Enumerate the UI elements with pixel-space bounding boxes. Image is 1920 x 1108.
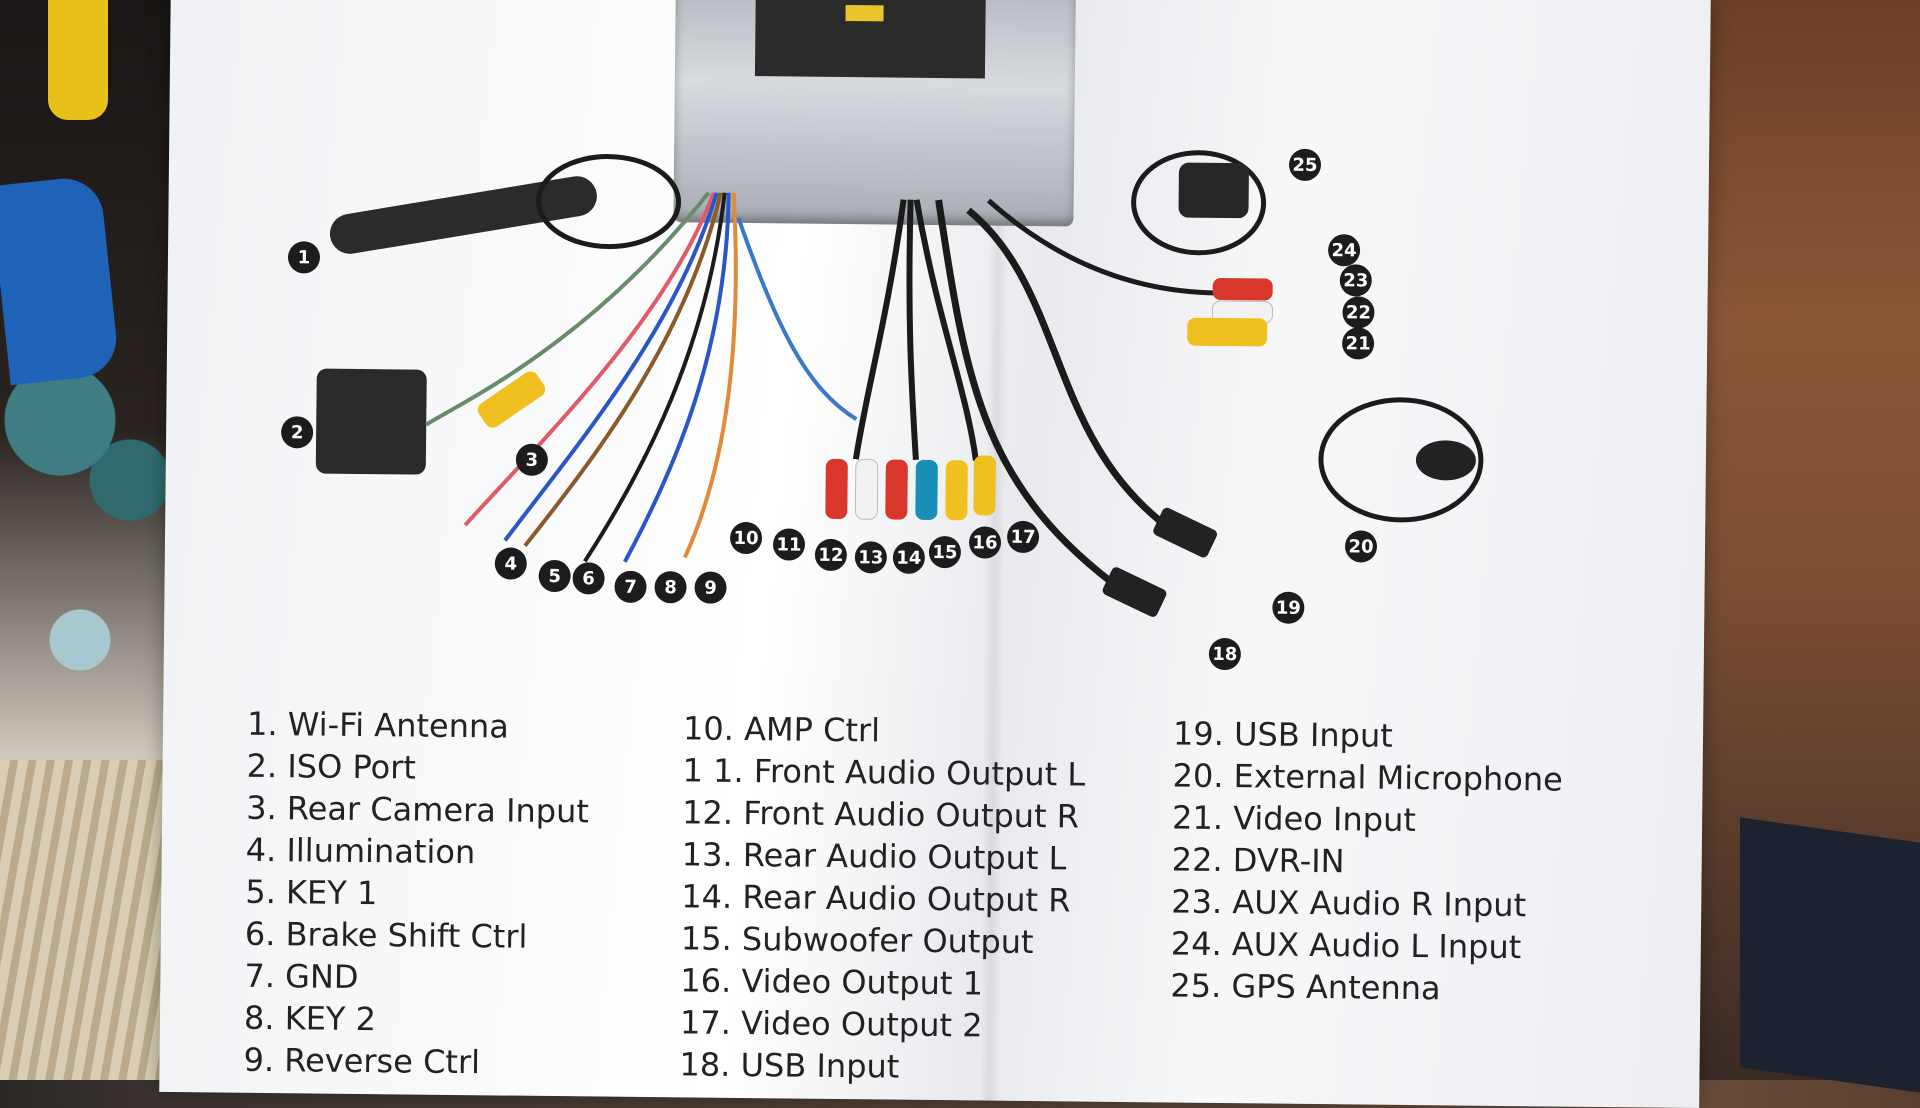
badge-12: 12 [814,538,848,572]
legend-item: 16. Video Output 1 [680,961,984,1003]
microphone [1415,440,1476,481]
badge-17: 17 [1006,520,1040,554]
legend-item: 23. AUX Audio R Input [1171,882,1527,925]
yellow-rca-cable [48,0,108,120]
aux-r-rca [1212,277,1273,301]
badge-1: 1 [287,241,321,274]
legend-item: 18. USB Input [679,1045,900,1086]
usb-port-18 [1102,567,1167,617]
legend-item: 5. KEY 1 [245,872,378,913]
badge-3: 3 [515,443,549,476]
legend-item: 21. Video Input [1171,798,1417,840]
legend-column-2: 10. AMP Ctrl 1 1. Front Audio Output L 1… [679,707,1086,1089]
badge-21: 21 [1341,327,1375,360]
usb-cable-18 [935,199,1127,595]
legend-item: 13. Rear Audio Output L [681,835,1067,878]
legend-item: 12. Front Audio Output R [681,793,1080,836]
legend-item: 14. Rear Audio Output R [681,877,1071,920]
legend-item: 7. GND [244,956,359,996]
badge-10: 10 [729,521,763,555]
legend-column-1: 1. Wi-Fi Antenna 2. ISO Port 3. Rear Cam… [243,703,590,1085]
badge-11: 11 [772,528,806,561]
iso-port [315,368,427,475]
badge-22: 22 [1342,296,1375,329]
usb-port-19 [1153,507,1218,558]
legend-item: 19. USB Input [1172,714,1394,755]
gps-antenna [1178,162,1249,219]
badge-25: 25 [1288,148,1322,182]
legend-item: 6. Brake Shift Ctrl [244,914,528,956]
legend-item: 17. Video Output 2 [679,1003,983,1045]
legend-item: 15. Subwoofer Output [680,919,1034,962]
wifi-antenna [329,176,597,254]
badge-5: 5 [538,559,571,593]
legend-item: 24. AUX Audio L Input [1170,924,1522,967]
legend-item: 4. Illumination [245,830,476,872]
badge-13: 13 [854,541,888,574]
badge-9: 9 [694,571,727,604]
rca-bundle [825,199,996,521]
badge-16: 16 [968,526,1002,559]
cable-diagram [315,150,1484,617]
gps-antenna-coil [1131,150,1267,256]
wifi-antenna-coil [536,154,682,250]
legend-item: 25. GPS Antenna [1170,966,1441,1008]
legend-item: 1 1. Front Audio Output L [682,751,1086,794]
legend-item: 8. KEY 2 [243,998,377,1039]
badge-18: 18 [1208,637,1242,671]
badge-14: 14 [892,541,926,574]
badge-19: 19 [1272,591,1305,624]
legend-item: 20. External Microphone [1172,756,1564,799]
dark-box [1740,817,1920,1093]
badge-7: 7 [614,570,647,603]
rear-camera-rca [477,371,546,428]
legend-item: 1. Wi-Fi Antenna [246,704,510,746]
wiring-diagram-sheet: 1 2 3 4 5 6 7 8 9 10 11 12 13 14 15 16 1… [159,0,1711,1108]
badge-20: 20 [1344,530,1378,563]
video-input-rca [1187,317,1268,347]
harness-wires [425,191,858,563]
badge-23: 23 [1339,264,1372,297]
badge-15: 15 [928,535,962,569]
legend-item: 9. Reverse Ctrl [243,1040,481,1082]
legend-item: 10. AMP Ctrl [682,709,881,750]
badge-6: 6 [572,562,605,595]
legend-item: 3. Rear Camera Input [246,788,590,831]
legend-item: 2. ISO Port [246,746,417,787]
badge-8: 8 [654,571,687,604]
badge-4: 4 [494,547,527,580]
badge-24: 24 [1327,234,1361,267]
usb-cable-19 [966,207,1178,536]
rope-basket [0,760,170,1080]
badge-2: 2 [280,416,314,449]
microphone-coil [1318,397,1484,523]
legend-item: 22. DVR-IN [1171,840,1345,881]
legend-column-3: 19. USB Input 20. External Microphone 21… [1170,713,1563,1011]
